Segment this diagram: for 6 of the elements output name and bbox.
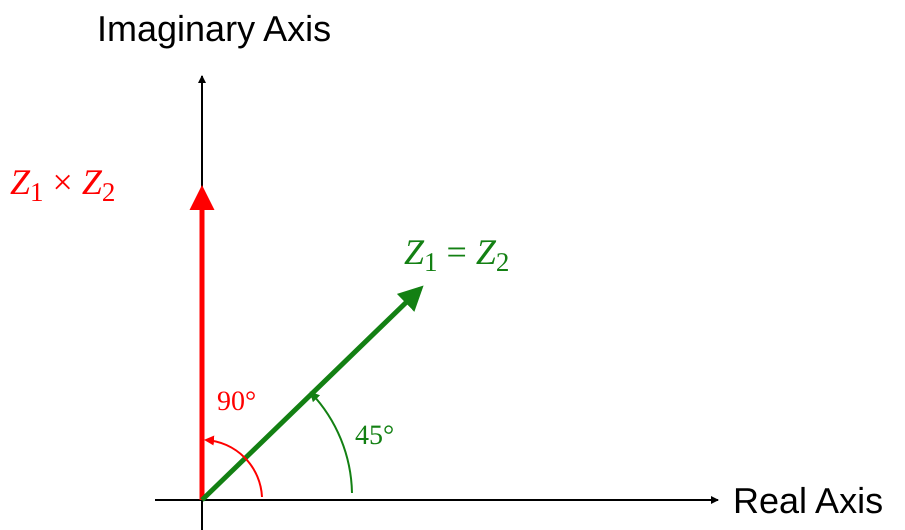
vector-label: Z$_{1}$ × Z$_{2}$: [10, 161, 116, 205]
angle-label: 90°: [217, 385, 256, 419]
angle-label: 45°: [355, 419, 394, 453]
vector-label: Z$_{1}$ = Z$_{2}$: [404, 231, 510, 275]
axis-label: Real Axis: [733, 479, 884, 523]
axis-label: Imaginary Axis: [97, 7, 332, 51]
